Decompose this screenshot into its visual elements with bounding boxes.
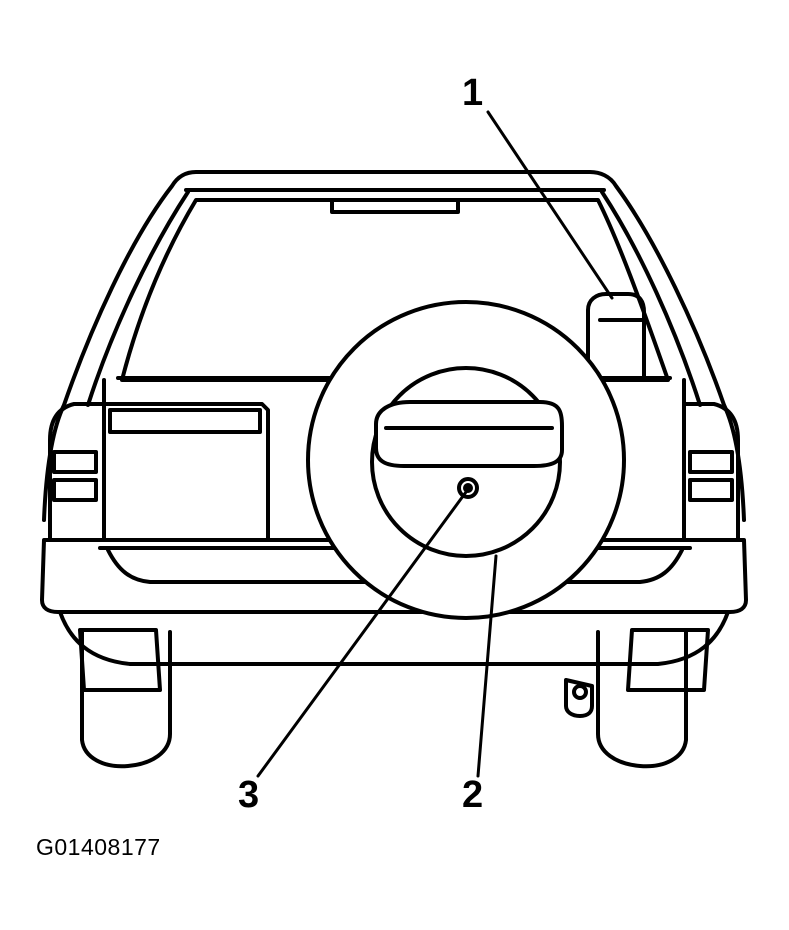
tow-hitch <box>564 678 594 718</box>
brake-light <box>330 198 460 214</box>
left-lamp-lens-2 <box>52 478 98 502</box>
callout-1: 1 <box>462 72 484 114</box>
right-pillar <box>600 190 702 407</box>
right-lamp-lens-2 <box>688 478 734 502</box>
right-tyre <box>596 630 688 769</box>
right-tail-lamp <box>682 402 740 542</box>
figure-id: G01408177 <box>36 834 161 860</box>
body-outline <box>42 170 746 522</box>
license-recess <box>102 402 270 542</box>
right-lamp-lens-1 <box>688 450 734 474</box>
callout-3: 3 <box>238 774 260 816</box>
right-block <box>586 292 646 382</box>
leader-line-2 <box>476 554 498 778</box>
cover-lock <box>457 477 479 499</box>
spare-tire-cover <box>370 366 562 558</box>
callout-2: 2 <box>462 774 484 816</box>
left-tyre <box>80 630 172 769</box>
left-tail-lamp <box>48 402 106 542</box>
left-pillar <box>86 190 190 407</box>
cover-band <box>374 400 564 468</box>
leader-line-1 <box>486 110 614 300</box>
left-lamp-lens-1 <box>52 450 98 474</box>
leader-line-3 <box>256 490 468 778</box>
